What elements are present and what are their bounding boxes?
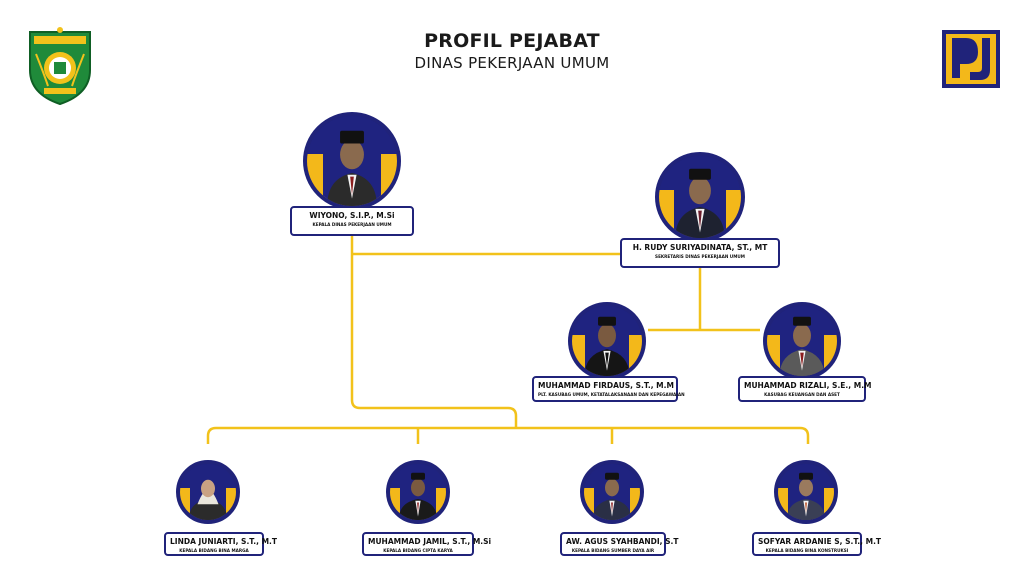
- official-position: KEPALA BIDANG SUMBER DAYA AIR: [571, 548, 655, 553]
- official-position: KEPALA BIDANG BINA KONSTRUKSI: [765, 548, 849, 553]
- page-title: PROFIL PEJABAT: [424, 30, 600, 52]
- portrait-frame: [176, 460, 240, 524]
- portrait-frame: [774, 460, 838, 524]
- official-position: KEPALA BIDANG BINA MARGA: [179, 548, 249, 553]
- portrait-photo: [675, 168, 725, 238]
- portrait-frame: [386, 460, 450, 524]
- official-name: MUHAMMAD RIZALI, S.E., M.M: [744, 381, 872, 390]
- portrait-photo: [584, 316, 630, 376]
- official-position: PLT. KASUBAG UMUM, KETATALAKSANAAN DAN K…: [538, 392, 685, 397]
- official-name: H. RUDY SURIYADINATA, ST., MT: [632, 243, 768, 252]
- official-name: MUHAMMAD JAMIL, S.T., M.Si: [368, 537, 492, 546]
- name-plate: MUHAMMAD JAMIL, S.T., M.Si KEPALA BIDANG…: [362, 532, 492, 556]
- official-position: KEPALA BIDANG CIPTA KARYA: [383, 548, 453, 553]
- portrait-frame: [580, 460, 644, 524]
- page-subtitle: DINAS PEKERJAAN UMUM: [414, 54, 610, 72]
- portrait-photo: [592, 472, 632, 520]
- official-position: KEPALA DINAS PEKERJAAN UMUM: [312, 222, 392, 227]
- portrait-photo: [188, 479, 228, 520]
- name-plate: LINDA JUNIARTI, S.T., M.T KEPALA BIDANG …: [164, 532, 278, 556]
- official-name: WIYONO, S.I.P., M.Si: [309, 211, 395, 220]
- portrait-photo: [786, 472, 826, 520]
- official-name: AW. AGUS SYAHBANDI, S.T: [566, 537, 679, 546]
- portrait-frame: [568, 302, 646, 380]
- name-plate: WIYONO, S.I.P., M.Si KEPALA DINAS PEKERJ…: [290, 206, 414, 236]
- official-name: LINDA JUNIARTI, S.T., M.T: [170, 537, 278, 546]
- name-plate: AW. AGUS SYAHBANDI, S.T KEPALA BIDANG SU…: [560, 532, 679, 556]
- official-position: SEKRETARIS DINAS PEKERJAAN UMUM: [655, 254, 745, 259]
- official-name: MUHAMMAD FIRDAUS, S.T., M.M: [538, 381, 674, 390]
- name-plate: SOFYAR ARDANIE S, S.T., M.T KEPALA BIDAN…: [752, 532, 882, 556]
- name-plate: MUHAMMAD RIZALI, S.E., M.M KASUBAG KEUAN…: [738, 376, 872, 402]
- portrait-frame: [303, 112, 401, 210]
- portrait-photo: [779, 316, 825, 376]
- portrait-photo: [327, 130, 377, 206]
- regional-emblem-icon: [29, 27, 91, 106]
- name-plate: MUHAMMAD FIRDAUS, S.T., M.M PLT. KASUBAG…: [532, 376, 685, 402]
- pu-logo-icon: [942, 30, 1000, 88]
- official-position: KASUBAG KEUANGAN DAN ASET: [764, 392, 840, 397]
- page-header: PROFIL PEJABAT DINAS PEKERJAAN UMUM: [312, 30, 712, 72]
- portrait-frame: [763, 302, 841, 380]
- name-plate: H. RUDY SURIYADINATA, ST., MT SEKRETARIS…: [620, 238, 780, 268]
- official-name: SOFYAR ARDANIE S, S.T., M.T: [758, 537, 882, 546]
- portrait-frame: [655, 152, 745, 242]
- portrait-photo: [398, 472, 438, 520]
